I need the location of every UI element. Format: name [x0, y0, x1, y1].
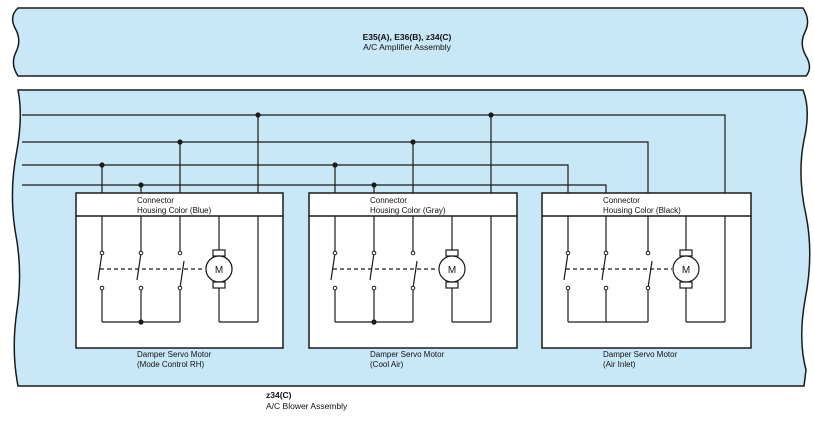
junction-dot: [488, 112, 494, 118]
blower-name: A/C Blower Assembly: [266, 401, 348, 411]
motor-name: Damper Servo Motor: [603, 350, 678, 359]
bus-line-4: [22, 184, 607, 193]
amplifier-code: E35(A), E36(B), z34(C): [363, 32, 452, 42]
motor-symbol: M: [682, 265, 690, 276]
junction-dot: [332, 162, 338, 168]
junction-dots: [99, 112, 494, 188]
connector-label: Connector: [370, 196, 407, 205]
bus-line-3: [22, 164, 569, 193]
junction-dot: [410, 139, 416, 145]
connector-housing-color: Housing Color (Blue): [137, 206, 212, 215]
connector-housing-color: Housing Color (Black): [603, 206, 681, 215]
servo-motor-mode-control-rh: Connector Housing Color (Blue): [75, 192, 284, 369]
motor-name: Damper Servo Motor: [370, 350, 445, 359]
amplifier-name: A/C Amplifier Assembly: [363, 42, 452, 52]
bus-line-2: [22, 141, 649, 193]
connector-label: Connector: [137, 196, 174, 205]
motor-function: (Cool Air): [370, 360, 404, 369]
servo-motor-air-inlet: Connector Housing Color (Black): [541, 192, 752, 369]
motor-function: (Mode Control RH): [137, 360, 204, 369]
junction-dot: [138, 182, 144, 188]
junction-dot: [255, 112, 261, 118]
connector-housing-color: Housing Color (Gray): [370, 206, 446, 215]
junction-dot: [99, 162, 105, 168]
junction-dot: [371, 182, 377, 188]
motor-symbol: M: [448, 265, 456, 276]
connector-label: Connector: [603, 196, 640, 205]
motor-name: Damper Servo Motor: [137, 350, 212, 359]
servo-motor-cool-air: Connector Housing Color (Gray): [308, 192, 518, 369]
motor-symbol: M: [215, 265, 223, 276]
junction-dot: [177, 139, 183, 145]
blower-code: z34(C): [266, 390, 292, 400]
motor-function: (Air Inlet): [603, 360, 636, 369]
amplifier-panel: [11, 7, 811, 77]
